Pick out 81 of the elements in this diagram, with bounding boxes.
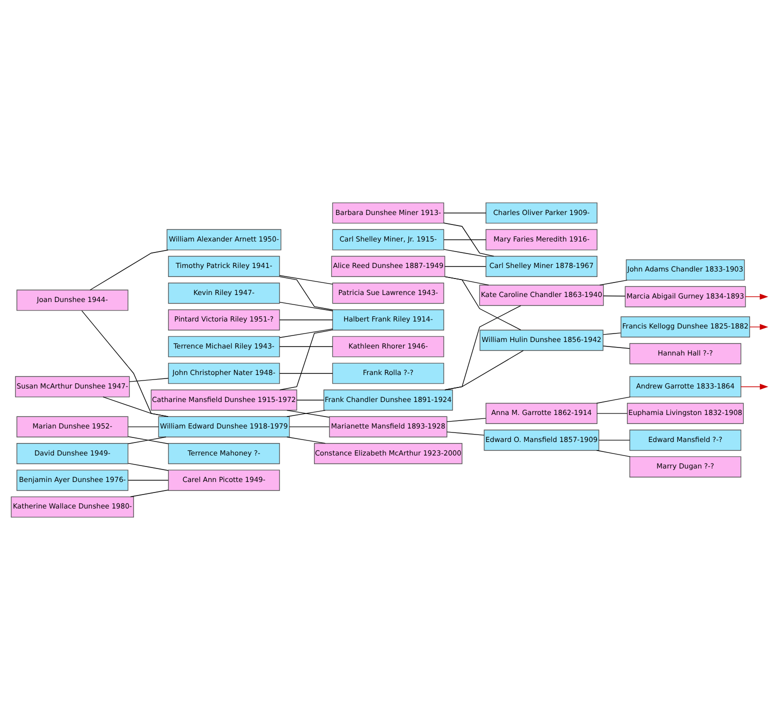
connector [596,412,628,414]
connector [289,426,330,427]
node-box: Joan Dunshee 1944- [16,289,128,310]
node-box: Timothy Patrick Riley 1941- [168,255,280,277]
connector [279,319,333,320]
connector [602,345,630,348]
node-box: Carl Shelley Miner 1878-1967 [486,255,598,277]
connector [286,409,326,416]
node-box: William Hulin Dunshee 1856-1942 [480,329,604,350]
connector [444,276,490,285]
node-box: William Alexander Arnett 1950- [166,228,282,250]
node-box: Terrence Mahoney ?- [168,442,280,464]
node-box: Andrew Garrotte 1833-1864 [629,376,742,397]
connector [130,489,169,497]
node-box: Katherine Wallace Dunshee 1980- [10,496,134,518]
connector [279,276,333,310]
connector [279,372,333,374]
node-box: Barbara Dunshee Miner 1913- [332,202,444,224]
node-box: Patricia Sue Lawrence 1943- [332,282,444,304]
node-box: John Adams Chandler 1833-1903 [626,258,745,280]
node-box: Constance Elizabeth McArthur 1923-2000 [314,442,462,464]
node-box: Marcia Abigail Gurney 1834-1893 [624,286,746,307]
node-box: Pintard Victoria Riley 1951-? [168,308,280,330]
connector [444,238,486,240]
connector [444,304,522,390]
connector [598,439,630,440]
connector [444,248,486,257]
connector [444,276,522,330]
connector [596,396,631,404]
connector [279,328,333,338]
node-box: John Christopher Nater 1948- [168,362,280,384]
node-box: Frank Rolla ?-? [332,362,444,384]
node-box: Charles Oliver Parker 1909- [486,202,598,224]
node-box: Susan McArthur Dunshee 1947- [15,376,130,397]
connector [296,399,324,400]
node-box: Benjamin Ayer Dunshee 1976- [16,469,128,490]
node-box: Marry Dugan ?-? [629,456,742,477]
node-box: Kevin Riley 1947- [168,282,280,304]
connector [596,450,631,457]
connector [81,310,168,416]
node-box: Marian Dunshee 1952- [16,416,128,437]
node-box: Alice Reed Dunshee 1887-1949 [331,255,446,277]
connector [444,212,486,213]
connector [286,409,330,418]
connector [446,417,486,422]
arrow [745,293,768,300]
node-box: Mary Faries Meredith 1916- [486,228,598,250]
node-box: Edward O. Mansfield 1857-1909 [484,429,600,450]
connector [443,222,494,256]
connector [128,426,159,427]
connector [286,436,326,444]
arrow [740,383,768,390]
node-box: Edward Mansfield ?-? [629,429,742,450]
node-box: Terrence Michael Riley 1943- [168,336,280,357]
arrow [749,323,768,330]
connector [602,332,622,334]
node-box: Kathleen Rhorer 1946- [332,336,444,357]
connector [102,396,168,416]
node-box: Kate Caroline Chandler 1863-1940 [479,284,604,306]
connector [279,274,333,284]
node-box: Anna M. Garrotte 1862-1914 [486,402,598,424]
connector [128,462,169,470]
node-box: Hannah Hall ?-? [629,342,742,364]
node-box: Halbert Frank Riley 1914- [332,308,444,330]
node-box: Carl Shelley Miner, Jr. 1915- [332,228,444,250]
node-box: Francis Kellogg Dunshee 1825-1882 [620,316,750,337]
node-box: Carel Ann Picotte 1949- [168,469,280,490]
node-box: Marianette Mansfield 1893-1928 [329,416,448,437]
node-box: Catharine Mansfield Dunshee 1915-1972 [150,389,298,410]
connector [129,377,169,382]
connector [599,279,628,285]
connector [603,295,626,296]
connector [90,249,168,290]
connector [128,479,169,480]
connector [279,301,333,311]
connector [280,329,333,390]
node-box: Euphamia Livingston 1832-1908 [626,402,744,424]
node-box: David Dunshee 1949- [16,442,128,464]
node-box: William Edward Dunshee 1918-1979 [158,416,290,437]
connector [446,431,484,436]
node-box: Frank Chandler Dunshee 1891-1924 [323,389,453,410]
